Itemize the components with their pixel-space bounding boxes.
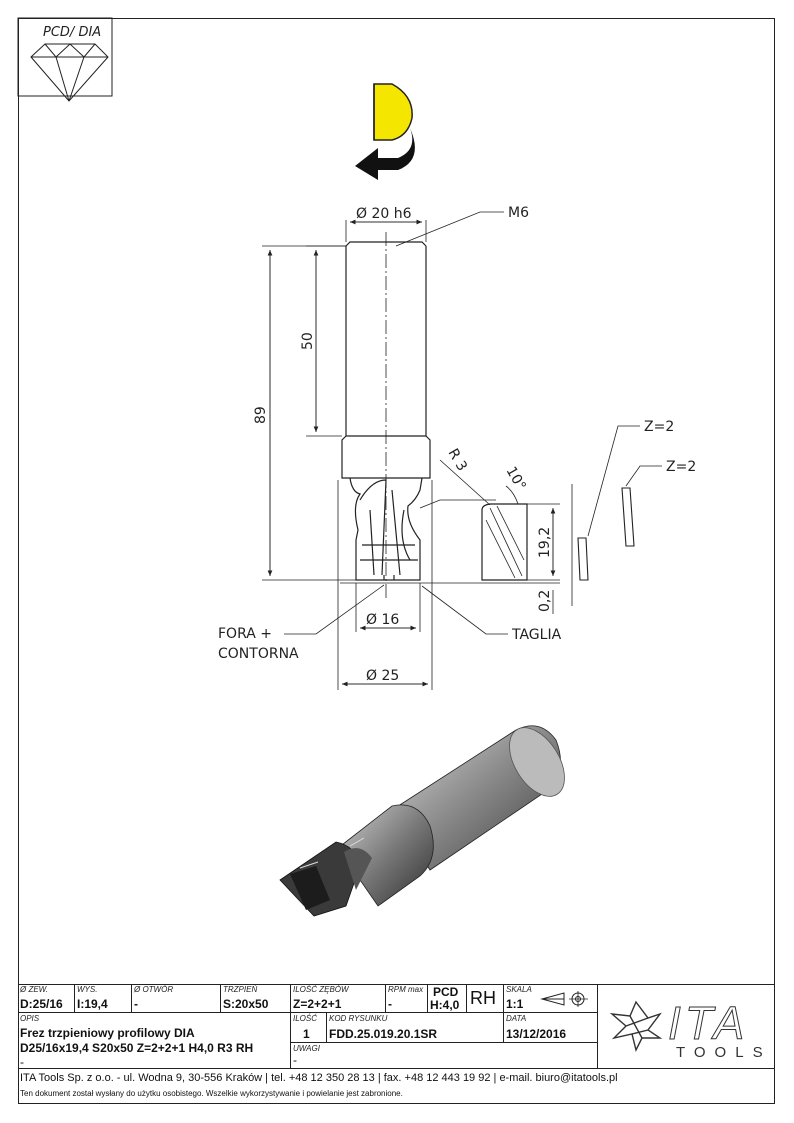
cell-direction: RH <box>467 984 504 1013</box>
material-box: PCD/ DIA <box>17 17 113 102</box>
cell-quantity: ILOŚĆ 1 <box>291 1013 327 1043</box>
cell-pcd: PCD H:4,0 <box>428 984 467 1013</box>
cell-description: OPIS Frez trzpieniowy profilowy DIA D25/… <box>18 1013 291 1069</box>
title-block: Ø ZEW. D:25/16 WYS. I:19,4 Ø OTWÓR - TRZ… <box>18 984 775 1104</box>
cell-height: WYS. I:19,4 <box>75 984 132 1013</box>
teeth-label-b: Z=2 <box>666 459 696 475</box>
rotation-direction-icon <box>355 83 415 180</box>
dim-inner-diameter: Ø 16 <box>366 612 399 628</box>
footer-note: Ten dokument został wysłany do użytku os… <box>20 1089 403 1098</box>
radius-label: R 3 <box>445 446 470 474</box>
cell-rpm: RPM max - <box>386 984 428 1013</box>
diamond-icon <box>30 43 109 102</box>
dim-offset: 0,2 <box>537 590 553 612</box>
cell-notes: UWAGI - <box>291 1043 598 1069</box>
company-logo: ITA TOOLS <box>598 984 775 1069</box>
projection-symbol-icon <box>540 991 588 1007</box>
cell-drawing-code: KOD RYSUNKU FDD.25.019.20.1SR <box>327 1013 504 1043</box>
footer-address: ITA Tools Sp. z o.o. - ul. Wodna 9, 30-5… <box>20 1072 618 1084</box>
cell-date: DATA 13/12/2016 <box>504 1013 598 1043</box>
label-fora: FORA + <box>218 626 272 642</box>
ita-logo-icon <box>609 1000 663 1053</box>
dim-cut-height: 19,2 <box>537 527 553 558</box>
angle-label: 10° <box>503 464 529 494</box>
technical-drawing: PCD/ DIA <box>17 17 696 917</box>
cell-teeth: ILOŚĆ ZĘBÓW Z=2+2+1 <box>291 984 386 1013</box>
cell-scale: SKALA 1:1 <box>504 984 598 1013</box>
sheet-frame <box>18 18 775 1104</box>
profile-detail <box>419 459 560 614</box>
thread-label: M6 <box>508 205 529 221</box>
teeth-label-a: Z=2 <box>644 419 674 435</box>
cell-shank: TRZPIEŃ S:20x50 <box>221 984 291 1013</box>
dimension-lines <box>262 211 560 690</box>
cell-bore: Ø OTWÓR - <box>132 984 221 1013</box>
cutter-3d-render <box>279 725 565 917</box>
label-taglia: TAGLIA <box>511 627 562 643</box>
cell-outer-diameter: Ø ZEW. D:25/16 <box>18 984 75 1013</box>
dim-outer-diameter: Ø 25 <box>366 668 399 684</box>
teeth-views <box>571 425 662 606</box>
dim-total-length: 89 <box>253 406 269 424</box>
dim-shank-diameter: Ø 20 h6 <box>356 206 412 222</box>
material-label: PCD/ DIA <box>43 25 101 40</box>
label-contorna: CONTORNA <box>218 646 299 662</box>
dim-shank-length: 50 <box>300 332 316 350</box>
